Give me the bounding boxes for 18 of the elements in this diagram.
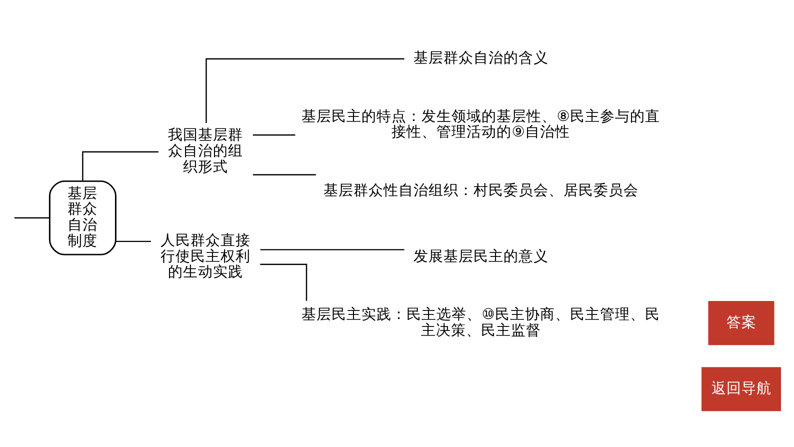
node-text: 人民群众直接行使民主权利的生动实践	[160, 231, 251, 280]
connector	[14, 216, 50, 218]
label: 返回导航	[711, 379, 772, 396]
connector	[82, 150, 158, 180]
node-text: 基层民主实践：民主选举、⑩民主协商、民主管理、民主决策、民主监督	[302, 305, 660, 338]
connector	[116, 240, 151, 242]
node-box: 基层群众自治制度	[48, 180, 116, 255]
connector	[252, 134, 296, 136]
node-text: 我国基层群众自治的组织形式	[168, 126, 244, 176]
connector	[260, 263, 308, 300]
connector	[252, 174, 316, 175]
node-text: 发展基层民主的意义	[413, 247, 548, 264]
node-text: 基层民主的特点：发生领域的基层性、⑧民主参与的直接性、管理活动的⑨自治性	[302, 107, 660, 140]
node-text: 基层群众性自治组织：村民委员会、居民委员会	[323, 181, 638, 198]
connector	[206, 58, 404, 122]
label: 答案	[726, 313, 756, 330]
node-text: 基层群众自治的含义	[413, 49, 548, 66]
connector	[260, 248, 404, 250]
